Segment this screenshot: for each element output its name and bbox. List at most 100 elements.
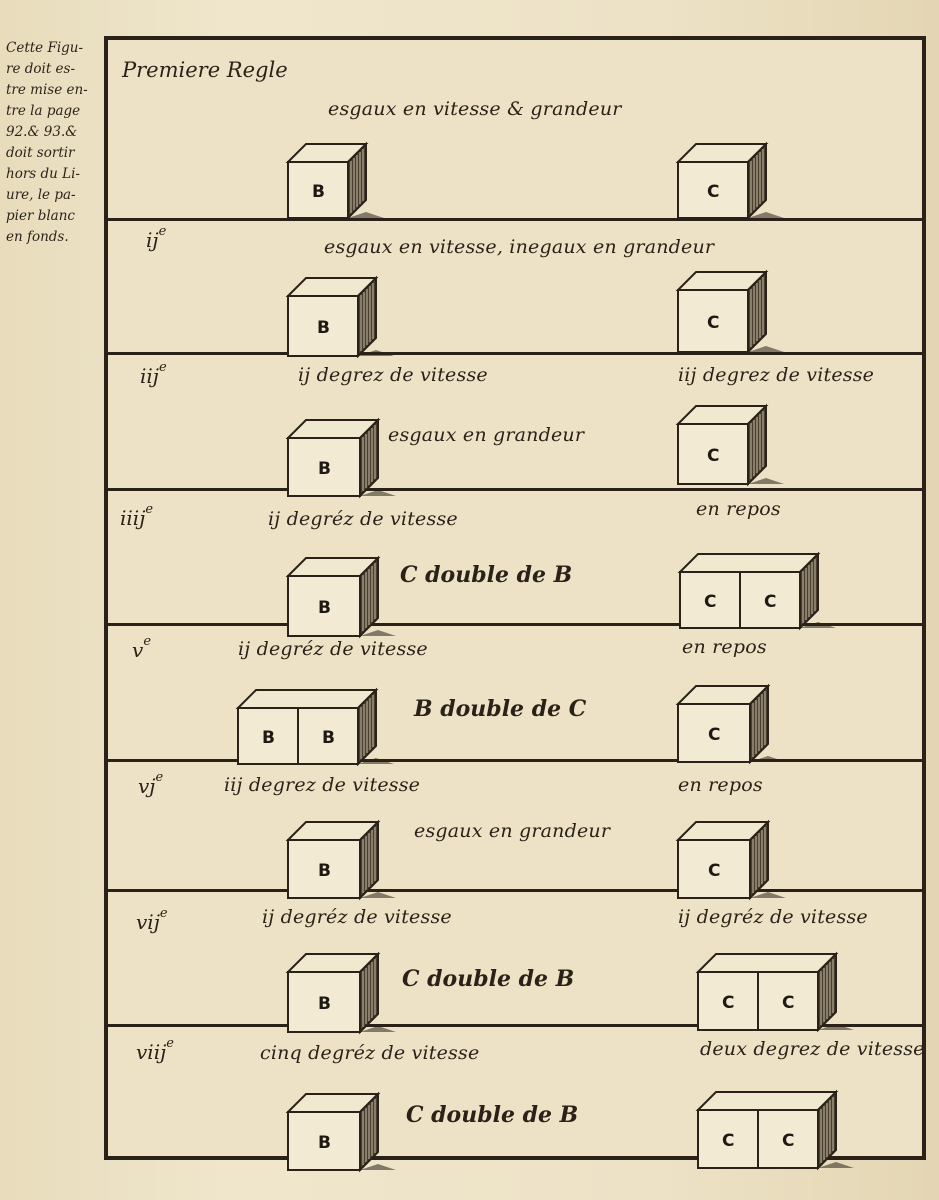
cube-letter: C <box>707 182 720 202</box>
cube-letter: C <box>708 725 721 745</box>
cube-front-face <box>287 437 361 497</box>
cube-front-face <box>677 289 749 353</box>
figure-frame: Premiere Regle esgaux en vitesse & grand… <box>104 36 926 1173</box>
cube-front-face <box>297 707 359 765</box>
margin-note-line: 92.& 93.& <box>6 124 78 140</box>
cube-letter: C <box>782 1131 795 1151</box>
row-right-caption: en repos <box>682 636 767 658</box>
cube-shadow <box>748 212 784 218</box>
cube-shadow <box>748 478 784 484</box>
cube-front-face <box>697 1109 759 1169</box>
cube-shadow <box>348 212 384 218</box>
row-ordinal: viije <box>136 1036 174 1064</box>
row-center-caption: esgaux en grandeur <box>388 424 585 446</box>
margin-note-line: tre mise en- <box>6 82 88 98</box>
cube-shadow <box>748 346 784 352</box>
row-right-caption: deux degrez de vitesse <box>700 1038 925 1060</box>
cube-front-face <box>739 571 801 629</box>
cube-front-face <box>697 971 759 1031</box>
row-separator <box>108 889 922 892</box>
cube-letter: C <box>708 861 721 881</box>
row-center-caption: B double de C <box>414 696 587 722</box>
cube-shadow <box>358 758 394 764</box>
cube-shadow <box>818 1024 854 1030</box>
cube-letter: B <box>318 861 331 881</box>
row-left-caption: ij degrez de vitesse <box>298 364 488 386</box>
figure-title: Premiere Regle <box>122 58 288 82</box>
cube-letter: C <box>722 993 735 1013</box>
cube-b: B <box>285 275 396 362</box>
cube-front-face <box>757 971 819 1031</box>
cube-front-face <box>677 161 749 219</box>
cube-drawing <box>285 819 396 901</box>
cube-letter: B <box>262 728 275 748</box>
cube-drawing <box>285 275 394 359</box>
cube-drawing <box>675 269 784 355</box>
cube-drawing <box>285 555 396 639</box>
row-ordinal: iiije <box>120 502 154 530</box>
row-left-caption: ij degréz de vitesse <box>268 508 458 530</box>
row-center-caption: C double de B <box>400 562 573 588</box>
cube-front-face <box>757 1109 819 1169</box>
row-ordinal: vije <box>136 906 168 934</box>
row-separator <box>108 1024 922 1027</box>
margin-note-line: tre la page <box>6 103 81 119</box>
cube-shadow <box>750 756 786 762</box>
cube-top-face <box>695 1091 839 1111</box>
margin-note-line: doit sortir <box>6 145 75 161</box>
cube-front-face <box>287 971 361 1033</box>
cube-letter: B <box>317 318 330 338</box>
row-separator <box>108 759 922 762</box>
row-ordinal: iije <box>140 360 167 388</box>
cube-letter: B <box>318 1133 331 1153</box>
row-ordinal: vje <box>138 770 164 798</box>
row-left-caption: ij degréz de vitesse <box>262 906 452 928</box>
margin-note-line: hors du Li- <box>6 166 80 182</box>
cube-letter: B <box>312 182 325 202</box>
cube-letter: C <box>707 446 720 466</box>
cube-drawing <box>695 951 854 1033</box>
row-center-caption: C double de B <box>402 966 575 992</box>
margin-note-line: ure, le pa- <box>6 187 76 203</box>
row-right-caption: iij degrez de vitesse <box>678 364 875 386</box>
cube-b: B <box>285 141 386 224</box>
cube-c: C <box>675 819 788 904</box>
cube-top-face <box>677 553 821 573</box>
margin-note-line: en fonds. <box>6 229 69 245</box>
cube-b: B <box>285 555 398 642</box>
cube-c: C <box>675 141 786 224</box>
cube-drawing <box>675 683 786 765</box>
cube-drawing <box>675 819 786 901</box>
cube-letter: C <box>764 592 777 612</box>
cube-b: B <box>285 819 398 904</box>
cube-c: C <box>675 269 786 358</box>
margin-note-line: Cette Figu- <box>6 40 84 56</box>
cube-front-face <box>287 575 361 637</box>
cube-letter: B <box>318 994 331 1014</box>
margin-note-line: pier blanc <box>6 208 75 224</box>
row-separator <box>108 352 922 355</box>
row-ordinal: ve <box>132 634 152 662</box>
cube-front-face <box>287 839 361 899</box>
row-right-caption: en repos <box>696 498 781 520</box>
cube-shadow <box>360 1026 396 1032</box>
row-left-caption: iij degrez de vitesse <box>224 774 421 796</box>
cube-shadow <box>800 622 836 628</box>
cube-letter: C <box>782 993 795 1013</box>
row-left-caption: ij degréz de vitesse <box>238 638 428 660</box>
cube-drawing <box>285 951 396 1035</box>
cube-top-face <box>235 689 379 709</box>
cube-front-face <box>677 423 749 485</box>
cube-drawing <box>235 687 394 767</box>
cube-drawing <box>285 1091 396 1173</box>
cube-shadow <box>360 490 396 496</box>
row-center-caption: esgaux en vitesse, inegaux en grandeur <box>324 236 715 258</box>
row-ordinal: ije <box>146 224 167 252</box>
cube-letter: C <box>707 313 720 333</box>
row-separator <box>108 218 922 221</box>
cube-front-face <box>237 707 299 765</box>
cube-letter: B <box>318 459 331 479</box>
